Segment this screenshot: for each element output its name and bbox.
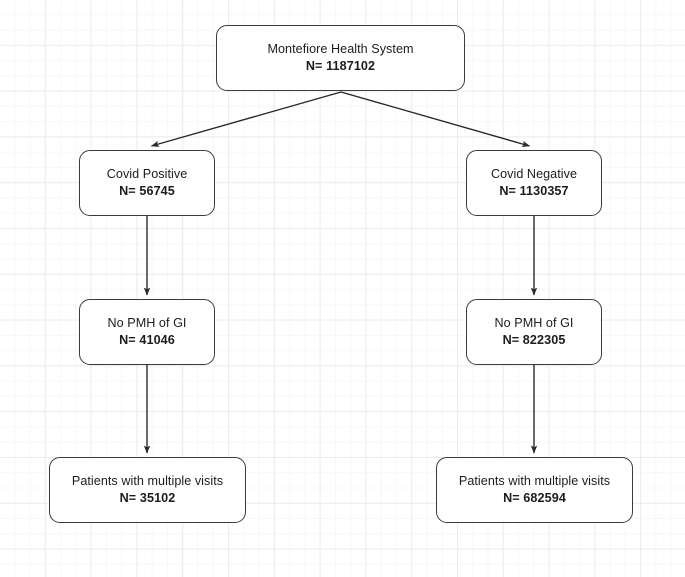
node-covid-negative: Covid Negative N= 1130357 (466, 150, 602, 216)
node-title: Covid Positive (106, 167, 188, 182)
node-patients-multiple-visits-negative: Patients with multiple visits N= 682594 (436, 457, 633, 523)
node-montefiore-health-system: Montefiore Health System N= 1187102 (216, 25, 465, 91)
node-no-pmh-of-gi-negative: No PMH of GI N= 822305 (466, 299, 602, 365)
node-count: N= 1130357 (499, 183, 569, 198)
node-title: No PMH of GI (107, 316, 187, 331)
node-title: Montefiore Health System (267, 42, 414, 57)
node-count: N= 822305 (502, 332, 566, 347)
node-count: N= 35102 (119, 490, 176, 505)
node-title: No PMH of GI (494, 316, 574, 331)
node-count: N= 682594 (503, 490, 566, 505)
node-covid-positive: Covid Positive N= 56745 (79, 150, 215, 216)
node-no-pmh-of-gi-positive: No PMH of GI N= 41046 (79, 299, 215, 365)
edge-root-to-covid-positive (150, 91, 342, 148)
node-count: N= 56745 (119, 183, 175, 198)
node-count: N= 41046 (119, 332, 175, 347)
edge-root-to-covid-negative (340, 91, 531, 148)
node-count: N= 1187102 (305, 58, 376, 73)
node-patients-multiple-visits-positive: Patients with multiple visits N= 35102 (49, 457, 246, 523)
node-title: Patients with multiple visits (71, 474, 224, 489)
node-title: Patients with multiple visits (458, 474, 611, 489)
node-title: Covid Negative (490, 167, 578, 182)
